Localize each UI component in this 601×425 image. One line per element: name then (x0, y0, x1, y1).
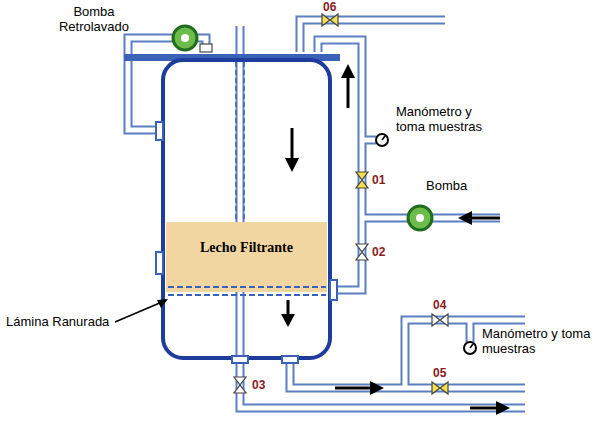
gauge-label: Manómetro y toma muestras (482, 326, 594, 356)
valve-number: 04 (433, 299, 446, 312)
valve-number: 01 (372, 174, 385, 187)
tank (163, 60, 330, 358)
valve-number: 06 (323, 1, 336, 14)
valve-number: 02 (372, 246, 385, 259)
pump-label: Bomba Retrolavado (48, 4, 140, 34)
gauge-label: Manómetro y toma muestras (396, 104, 500, 134)
pump-label: Bomba (426, 178, 467, 193)
bed-label: Lecho Filtrante (198, 240, 295, 256)
central-pipe-dashes (236, 62, 244, 220)
valve-symbols (234, 14, 448, 394)
filter-bed (166, 222, 327, 292)
valve-number: 03 (252, 379, 265, 392)
manometer-symbols (376, 134, 476, 354)
pump-symbols (173, 26, 432, 230)
flow-arrows (281, 64, 510, 415)
leader-line (115, 299, 168, 322)
slotted-plate (168, 287, 326, 295)
valve-number: 05 (433, 367, 446, 380)
part-label: Lámina Ranurada (6, 314, 116, 329)
filter-bed-node: Lecho Filtrante (166, 222, 327, 286)
